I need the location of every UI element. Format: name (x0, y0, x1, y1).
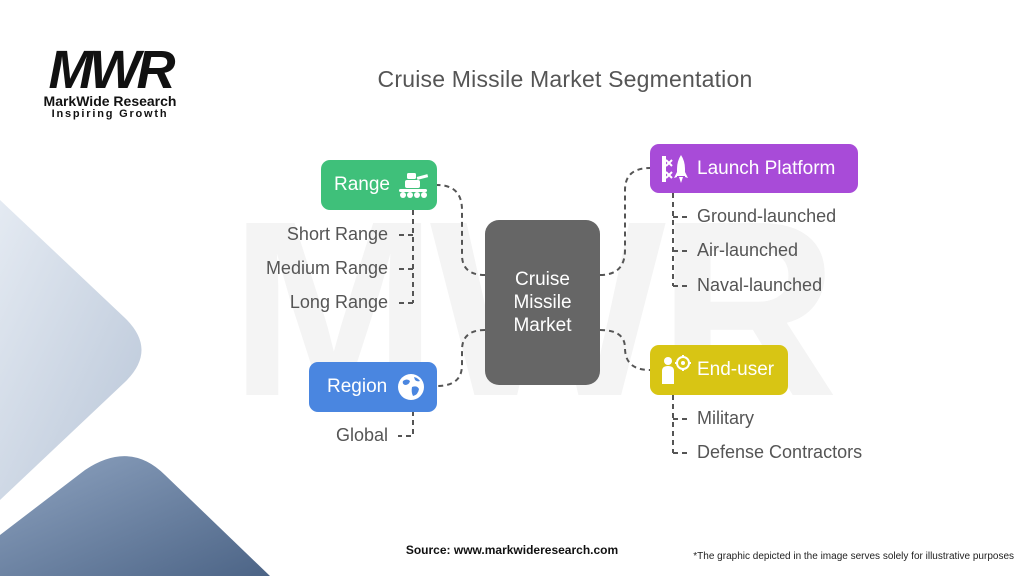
center-node: Cruise Missile Market (485, 220, 600, 385)
logo-mark: MWR (49, 40, 180, 94)
connector-region (436, 329, 486, 387)
launch-platform-node: Launch Platform (650, 144, 858, 193)
center-line-2: Missile (513, 292, 572, 313)
region-item-global: Global (335, 425, 388, 445)
logo-mark-text: MWR (49, 40, 176, 94)
enduser-item-military: Military (697, 408, 754, 428)
range-node: Range (321, 160, 437, 210)
range-item-long: Long Range (289, 292, 388, 312)
region-label: Region (327, 376, 388, 397)
connector-range (436, 184, 486, 276)
enduser-item-defense: Defense Contractors (697, 442, 863, 462)
region-node: Region (309, 362, 437, 412)
launch-item-air: Air-launched (697, 240, 799, 260)
logo-tagline: Inspiring Growth (51, 108, 169, 120)
range-item-medium: Medium Range (265, 258, 388, 278)
soldier-target-icon (662, 355, 691, 384)
range-label: Range (334, 174, 390, 195)
center-line-1: Cruise (515, 269, 570, 290)
connector-global (398, 411, 414, 437)
end-user-node: End-user (650, 345, 788, 395)
center-line-3: Market (513, 315, 572, 336)
globe-icon (398, 374, 424, 400)
page-title: Cruise Missile Market Segmentation (377, 66, 753, 92)
source-text: Source: www.markwideresearch.com (405, 543, 619, 557)
rocket-launch-icon (662, 155, 688, 183)
launch-item-ground: Ground-launched (697, 206, 837, 226)
launch-item-naval: Naval-launched (697, 275, 823, 295)
connector-enduser (599, 329, 651, 371)
tank-icon (399, 173, 429, 198)
range-item-short: Short Range (286, 224, 388, 244)
bg-shape-dark (0, 456, 270, 576)
disclaimer-note: *The graphic depicted in the image serve… (693, 551, 1014, 562)
connector-launch (599, 167, 651, 276)
bg-shape-light (0, 200, 142, 500)
logo-name: MarkWide Research (43, 93, 177, 109)
end-user-label: End-user (697, 359, 775, 380)
launch-platform-label: Launch Platform (697, 157, 836, 179)
